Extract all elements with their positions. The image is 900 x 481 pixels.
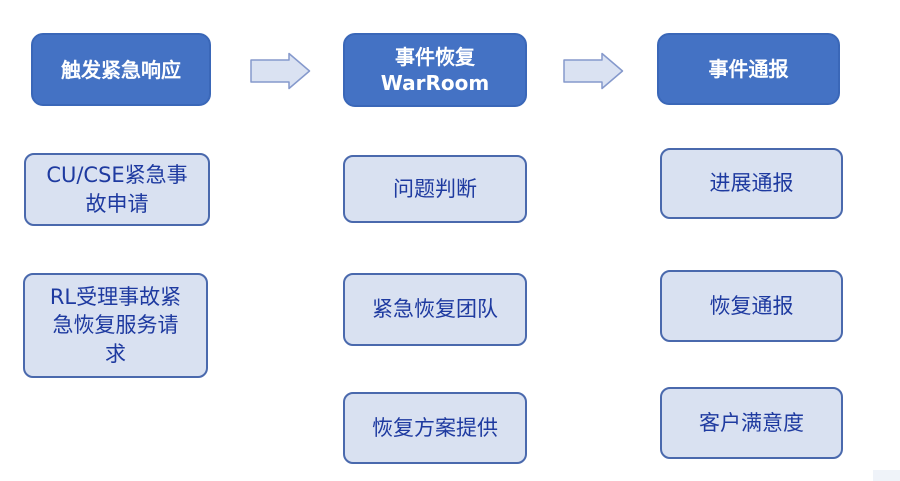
stage-header-incident-recovery-warroom: 事件恢复 WarRoom (343, 33, 527, 107)
node-recovery-report: 恢复通报 (660, 270, 843, 342)
stage-header-incident-notification: 事件通报 (657, 33, 840, 105)
flow-arrow-1 (250, 52, 311, 90)
stage-header-trigger-emergency-response: 触发紧急响应 (31, 33, 211, 106)
node-recovery-plan-provision: 恢复方案提供 (343, 392, 527, 464)
partial-shape-bottom-right (873, 470, 900, 481)
node-rl-accept-recovery-service-request: RL受理事故紧 急恢复服务请 求 (23, 273, 208, 378)
node-customer-satisfaction: 客户满意度 (660, 387, 843, 459)
node-emergency-recovery-team: 紧急恢复团队 (343, 273, 527, 346)
node-problem-judgment: 问题判断 (343, 155, 527, 223)
flow-arrow-2 (563, 52, 624, 90)
node-cu-cse-incident-request: CU/CSE紧急事 故申请 (24, 153, 210, 226)
node-progress-report: 进展通报 (660, 148, 843, 219)
